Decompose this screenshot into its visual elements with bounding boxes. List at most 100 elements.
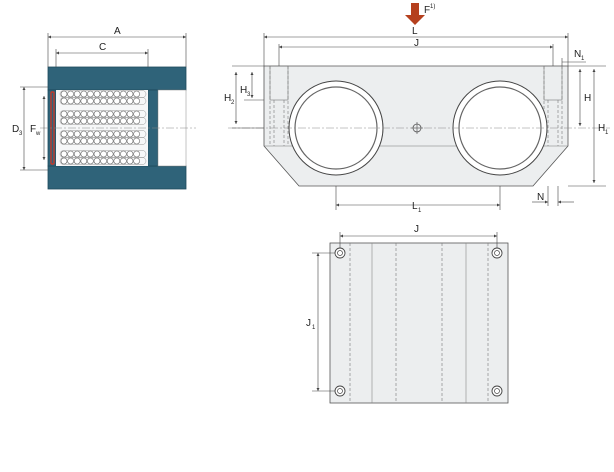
ball xyxy=(113,90,121,98)
ball xyxy=(87,97,94,105)
ball xyxy=(93,157,101,165)
ball xyxy=(60,157,68,165)
ball xyxy=(100,117,107,125)
ball xyxy=(80,117,88,125)
plan-bolt-tl-icon xyxy=(334,247,346,259)
load-F-label: F xyxy=(424,5,430,16)
load-arrow-shaft xyxy=(411,3,419,16)
ball xyxy=(93,90,101,98)
dim-N-label: N xyxy=(537,192,544,203)
ball xyxy=(100,97,107,105)
ball xyxy=(93,130,101,138)
ball xyxy=(87,157,94,165)
svg-text:1: 1 xyxy=(605,130,609,136)
ball xyxy=(133,137,140,145)
ball xyxy=(100,150,107,158)
ball xyxy=(60,150,68,158)
ball xyxy=(100,157,107,165)
ball xyxy=(113,150,121,158)
ball xyxy=(106,117,114,125)
ball xyxy=(93,97,101,105)
plan-outline xyxy=(329,242,509,404)
ball xyxy=(106,137,114,145)
ball xyxy=(80,137,88,145)
ball xyxy=(100,130,107,138)
ball xyxy=(73,157,81,165)
ball xyxy=(126,137,134,145)
ball xyxy=(93,117,101,125)
svg-text:1): 1) xyxy=(430,4,435,10)
ball xyxy=(120,97,127,105)
ball xyxy=(113,130,121,138)
ball xyxy=(113,97,121,105)
dim-D3-label: D xyxy=(12,124,19,135)
ball xyxy=(133,110,140,118)
ball xyxy=(120,157,127,165)
ball xyxy=(87,90,94,98)
ball xyxy=(100,110,107,118)
ball xyxy=(73,137,81,145)
ball xyxy=(87,117,94,125)
ball xyxy=(113,157,121,165)
ball-track xyxy=(59,97,147,105)
dim-N1-label: N xyxy=(574,49,581,60)
ball xyxy=(73,150,81,158)
dim-J1-label: J xyxy=(306,318,311,329)
svg-text:3: 3 xyxy=(19,131,23,137)
ball xyxy=(126,90,134,98)
ball xyxy=(126,97,134,105)
ball xyxy=(60,90,68,98)
ball xyxy=(120,137,127,145)
ball xyxy=(106,110,114,118)
ball xyxy=(80,157,88,165)
ball xyxy=(106,130,114,138)
ball xyxy=(133,90,140,98)
ball xyxy=(67,150,74,158)
ball xyxy=(133,130,140,138)
ball xyxy=(60,130,68,138)
ball xyxy=(133,97,140,105)
ball xyxy=(73,90,81,98)
ball xyxy=(106,150,114,158)
dim-H-label: H xyxy=(584,93,591,104)
ball xyxy=(67,130,74,138)
ball xyxy=(126,130,134,138)
ball xyxy=(133,117,140,125)
svg-text:1: 1 xyxy=(581,56,585,62)
plan-view: J J 1 xyxy=(306,224,509,404)
ball xyxy=(73,97,81,105)
ball xyxy=(120,150,127,158)
dim-H1-label: H xyxy=(598,123,605,134)
ball xyxy=(113,110,121,118)
ball xyxy=(126,117,134,125)
ball xyxy=(67,110,74,118)
ball xyxy=(126,157,134,165)
ball xyxy=(67,137,74,145)
ball xyxy=(113,117,121,125)
plan-bolt-tr-icon xyxy=(491,247,503,259)
dim-C-label: C xyxy=(99,42,106,53)
ball xyxy=(120,110,127,118)
ball xyxy=(87,150,94,158)
ball xyxy=(126,150,134,158)
plan-bolt-br-icon xyxy=(491,385,503,397)
dim-L1-label: L xyxy=(412,201,418,212)
svg-text:1: 1 xyxy=(418,208,422,214)
plan-bolt-bl-icon xyxy=(334,385,346,397)
ball xyxy=(60,97,68,105)
svg-text:1: 1 xyxy=(312,325,316,331)
ball-track xyxy=(59,137,147,145)
dim-Fw-label: F xyxy=(30,124,36,135)
ball xyxy=(120,130,127,138)
ball xyxy=(106,90,114,98)
dim-L-label: L xyxy=(412,26,418,37)
ball xyxy=(93,150,101,158)
ball xyxy=(67,90,74,98)
dim-J-label: J xyxy=(414,38,419,49)
ball xyxy=(93,137,101,145)
ball xyxy=(133,150,140,158)
ball xyxy=(113,137,121,145)
ball xyxy=(73,117,81,125)
load-arrow-head xyxy=(405,15,425,25)
front-view: F 1) L J xyxy=(224,3,610,214)
